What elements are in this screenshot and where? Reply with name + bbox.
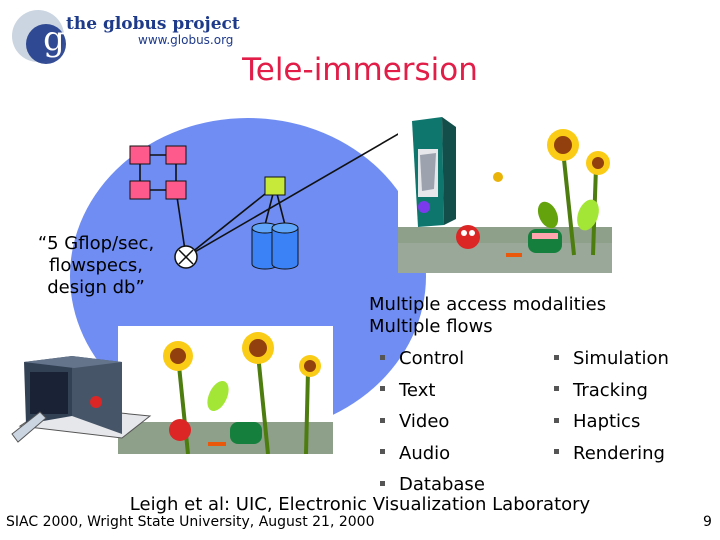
footer-text: SIAC 2000, Wright State University, Augu… — [6, 514, 375, 530]
list-item-label: Text — [399, 379, 436, 401]
compute-node — [129, 180, 151, 200]
list-item-label: Control — [399, 348, 465, 369]
credit-line: Leigh et al: UIC, Electronic Visualizati… — [129, 494, 591, 515]
bullet-icon — [380, 449, 385, 454]
list-item: Tracking — [554, 380, 669, 412]
list-item: Database — [380, 474, 485, 496]
list-item-label: Simulation — [573, 348, 669, 369]
note-line: flowspecs, — [49, 255, 143, 276]
compute-node — [165, 180, 187, 200]
database-icon — [251, 222, 279, 270]
bullet-icon — [380, 480, 385, 486]
page-number: 9 — [703, 514, 712, 530]
globus-logo: g — [8, 6, 208, 66]
list-item: Rendering — [554, 443, 669, 475]
router-icon — [174, 245, 198, 269]
list-item: Simulation — [554, 348, 669, 380]
note-line: design db” — [47, 277, 145, 298]
modalities-right-list: Simulation Tracking Haptics Rendering — [554, 348, 669, 474]
slide-title-text: Tele-immersion — [242, 52, 478, 88]
vr-scene-image — [398, 115, 612, 273]
list-item-label: Haptics — [573, 411, 641, 432]
list-item: Text — [380, 380, 485, 412]
bullet-icon — [380, 417, 385, 423]
bullet-icon — [380, 386, 385, 391]
database-icon — [271, 222, 299, 270]
logo-letter: g — [43, 19, 65, 59]
modalities-left-list: Control Text Video Audio Database — [380, 348, 485, 496]
list-item: Video — [380, 411, 485, 443]
heading-line: Multiple access modalities — [369, 294, 607, 315]
slide-title: Tele-immersion — [0, 52, 720, 88]
bullet-icon — [554, 386, 559, 391]
bullet-icon — [554, 354, 559, 360]
list-item: Audio — [380, 443, 485, 475]
modalities-heading: Multiple access modalities Multiple flow… — [369, 294, 606, 338]
list-item-label: Rendering — [573, 442, 665, 464]
list-item-label: Database — [399, 474, 485, 495]
bullet-icon — [554, 417, 559, 423]
bullet-icon — [554, 449, 559, 454]
cave-scene-image — [118, 326, 333, 454]
compute-node — [165, 145, 187, 165]
logo-url: www.globus.org — [138, 33, 234, 47]
note-line: “5 Gflop/sec, — [37, 233, 155, 254]
bullet-icon — [380, 354, 385, 360]
simulation-node — [264, 176, 286, 196]
list-item: Haptics — [554, 411, 669, 443]
list-item-label: Tracking — [573, 379, 648, 401]
performance-note: “5 Gflop/sec, flowspecs, design db” — [28, 233, 164, 299]
globus-logo-icon: g — [12, 10, 66, 64]
list-item-label: Video — [399, 411, 450, 432]
list-item: Control — [380, 348, 485, 380]
cave-display-icon — [11, 356, 152, 443]
heading-line: Multiple flows — [369, 316, 493, 337]
logo-title: the globus project — [66, 14, 240, 34]
list-item-label: Audio — [399, 442, 451, 464]
compute-node — [129, 145, 151, 165]
network-links — [139, 125, 413, 258]
